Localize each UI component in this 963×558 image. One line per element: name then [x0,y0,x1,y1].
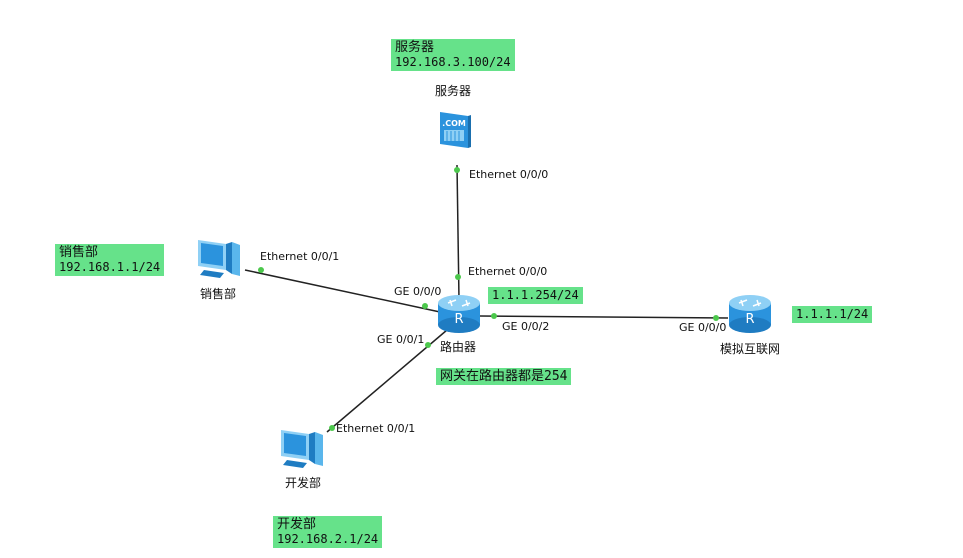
port-dot-router-right [491,313,497,319]
internet-router-icon: R [729,295,771,333]
server-device[interactable]: .COM [436,110,472,150]
port-dot-router-top [455,274,461,280]
port-dot-server [454,167,460,173]
port-label-dev-eth: Ethernet 0/0/1 [336,422,416,435]
internet-name: 模拟互联网 [720,342,781,356]
server-icon-text: .COM [442,119,466,128]
note-dev-ip: 192.168.2.1/24 [277,532,379,546]
link-sales-router[interactable] [244,269,441,313]
link-router-internet[interactable] [479,315,729,319]
port-dot-router-left [422,303,428,309]
note-server: 服务器 192.168.3.100/24 [391,39,515,71]
server-icon: .COM [440,112,471,148]
port-dot-dev [329,425,335,431]
port-label-sales-eth: Ethernet 0/0/1 [260,250,340,263]
dev-pc-name: 开发部 [285,476,322,490]
port-dot-sales [258,267,264,273]
note-gateway-text: 网关在路由器都是254 [440,369,568,384]
internet-device[interactable]: R [727,293,773,335]
port-label-router-ge000: GE 0/0/0 [394,285,442,298]
router-icon: R [438,295,480,333]
port-label-router-eth: Ethernet 0/0/0 [468,265,548,278]
note-server-ip: 192.168.3.100/24 [395,55,511,69]
router-icon-text: R [454,312,463,327]
server-name: 服务器 [435,84,472,98]
router-name: 路由器 [440,340,477,354]
port-label-server-eth: Ethernet 0/0/0 [469,168,549,181]
internet-icon-text: R [745,312,754,327]
port-label-router-ge001: GE 0/0/1 [377,333,425,346]
note-sales: 销售部 192.168.1.1/24 [55,244,165,276]
note-gateway: 网关在路由器都是254 [436,368,572,385]
note-internet-ip: 1.1.1.1/24 [792,306,873,323]
port-label-inet-ge000: GE 0/0/0 [679,321,727,334]
port-dot-router-down [425,342,431,348]
note-dev: 开发部 192.168.2.1/24 [273,516,383,548]
pc-icon [281,430,323,468]
sales-pc-device[interactable] [196,236,242,282]
router-device[interactable]: R [436,293,482,335]
pc-icon [198,240,240,278]
note-server-title: 服务器 [395,40,435,55]
port-dot-internet [713,315,719,321]
note-dev-title: 开发部 [277,517,317,532]
note-sales-title: 销售部 [59,245,99,260]
sales-pc-name: 销售部 [200,287,237,301]
dev-pc-device[interactable] [279,426,325,472]
port-label-router-ge002: GE 0/0/2 [502,320,550,333]
note-sales-ip: 192.168.1.1/24 [59,260,161,274]
note-router-ip: 1.1.1.254/24 [488,287,583,304]
